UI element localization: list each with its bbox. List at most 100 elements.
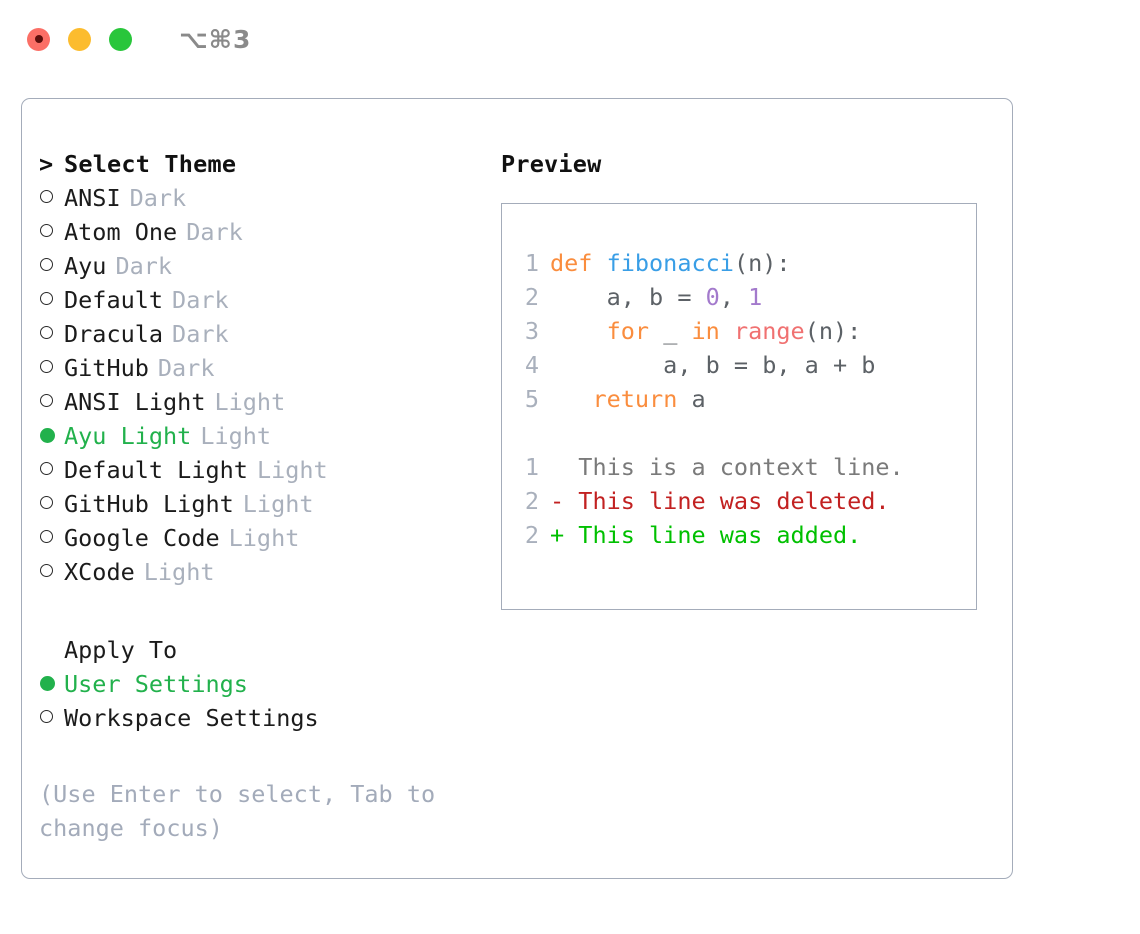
- theme-kind-badge: Dark: [115, 252, 173, 280]
- radio-mark: [40, 530, 53, 543]
- radio-mark: [40, 190, 53, 203]
- code-token: return: [592, 385, 678, 413]
- theme-kind-badge: Dark: [157, 354, 215, 382]
- line-number: 3: [524, 317, 539, 345]
- code-token: a, b = b, a + b: [550, 351, 876, 379]
- theme-name: Ayu Light: [64, 422, 192, 450]
- theme-name: Dracula: [64, 320, 164, 348]
- radio-mark: [40, 462, 53, 475]
- minimize-light-icon[interactable]: [68, 27, 91, 51]
- theme-kind-badge: Dark: [186, 218, 243, 246]
- diff-line: 2- This line was deleted.: [515, 484, 904, 518]
- radio-mark: [40, 292, 53, 305]
- code-token: ,: [719, 283, 749, 311]
- line-number: 1: [524, 249, 539, 277]
- theme-option-github[interactable]: GitHub Dark: [39, 351, 469, 385]
- radio-mark: [40, 710, 53, 723]
- theme-option-github-light[interactable]: GitHub Light Light: [39, 487, 469, 521]
- theme-option-ayu-light[interactable]: Ayu Light Light: [39, 419, 469, 453]
- radio-mark: [40, 258, 53, 271]
- theme-option-dracula[interactable]: Dracula Dark: [39, 317, 469, 351]
- theme-kind-badge: Dark: [172, 320, 229, 348]
- code-token: [550, 317, 607, 345]
- code-diff-spacer: [515, 416, 904, 450]
- code-token: 0: [705, 283, 720, 311]
- radio-mark: [40, 428, 55, 443]
- radio-mark: [40, 564, 53, 577]
- line-number: 2: [524, 521, 539, 549]
- line-number: 2: [524, 487, 539, 515]
- theme-kind-badge: Light: [228, 524, 300, 552]
- code-token: in: [691, 317, 720, 345]
- theme-name: GitHub: [64, 354, 149, 382]
- theme-kind-badge: Light: [143, 558, 215, 586]
- code-line: 2 a, b = 0, 1: [515, 280, 904, 314]
- section-spacer: [39, 589, 469, 633]
- theme-kind-badge: Light: [242, 490, 314, 518]
- radio-mark: [40, 360, 53, 373]
- theme-name: Atom One: [64, 218, 178, 246]
- code-token: (n):: [804, 317, 862, 345]
- select-theme-heading: > Select Theme: [39, 147, 469, 181]
- close-light-icon[interactable]: [27, 27, 50, 51]
- keyboard-hint: (Use Enter to select, Tab to change focu…: [39, 780, 436, 842]
- radio-mark: [40, 326, 53, 339]
- diff-marker: +: [550, 521, 579, 549]
- code-line: 5 return a: [515, 382, 904, 416]
- code-token: def: [550, 249, 607, 277]
- radio-mark: [40, 224, 53, 237]
- apply-to-option-user-settings[interactable]: User Settings: [39, 667, 469, 701]
- theme-name: GitHub Light: [64, 490, 234, 518]
- theme-option-ayu[interactable]: Ayu Dark: [39, 249, 469, 283]
- theme-name: Default: [64, 286, 164, 314]
- code-token: [720, 317, 734, 345]
- diff-line: 1 This is a context line.: [515, 450, 904, 484]
- theme-name: Default Light: [64, 456, 248, 484]
- diff-text: This is a context line.: [578, 453, 904, 481]
- line-number: 5: [524, 385, 539, 413]
- diff-text: This line was added.: [578, 521, 862, 549]
- code-token: a: [677, 385, 706, 413]
- radio-mark: [40, 676, 55, 691]
- code-line: 3 for _ in range(n):: [515, 314, 904, 348]
- diff-marker: -: [550, 487, 579, 515]
- code-token: for: [606, 317, 650, 345]
- theme-kind-badge: Light: [214, 388, 286, 416]
- radio-mark: [40, 496, 53, 509]
- apply-to-label: User Settings: [64, 670, 248, 698]
- diff-text: This line was deleted.: [578, 487, 890, 515]
- line-number: 4: [524, 351, 539, 379]
- apply-to-option-workspace-settings[interactable]: Workspace Settings: [39, 701, 469, 735]
- theme-option-atom-one[interactable]: Atom One Dark: [39, 215, 469, 249]
- maximize-light-icon[interactable]: [109, 27, 132, 51]
- radio-mark: [40, 394, 53, 407]
- apply-to-label: Workspace Settings: [64, 704, 319, 732]
- theme-name: Ayu: [64, 252, 107, 280]
- code-token: _: [649, 317, 692, 345]
- diff-marker: [550, 453, 578, 481]
- prompt-caret-icon: >: [39, 150, 54, 178]
- code-token: fibonacci: [606, 249, 734, 277]
- preview-title: Preview: [501, 150, 602, 178]
- code-token: range: [733, 317, 805, 345]
- theme-kind-badge: Light: [200, 422, 272, 450]
- window-controls: [27, 27, 132, 51]
- line-number: 2: [524, 283, 539, 311]
- theme-option-default-light[interactable]: Default Light Light: [39, 453, 469, 487]
- theme-kind-badge: Light: [256, 456, 328, 484]
- theme-kind-badge: Dark: [129, 184, 187, 212]
- code-token: 1: [748, 283, 763, 311]
